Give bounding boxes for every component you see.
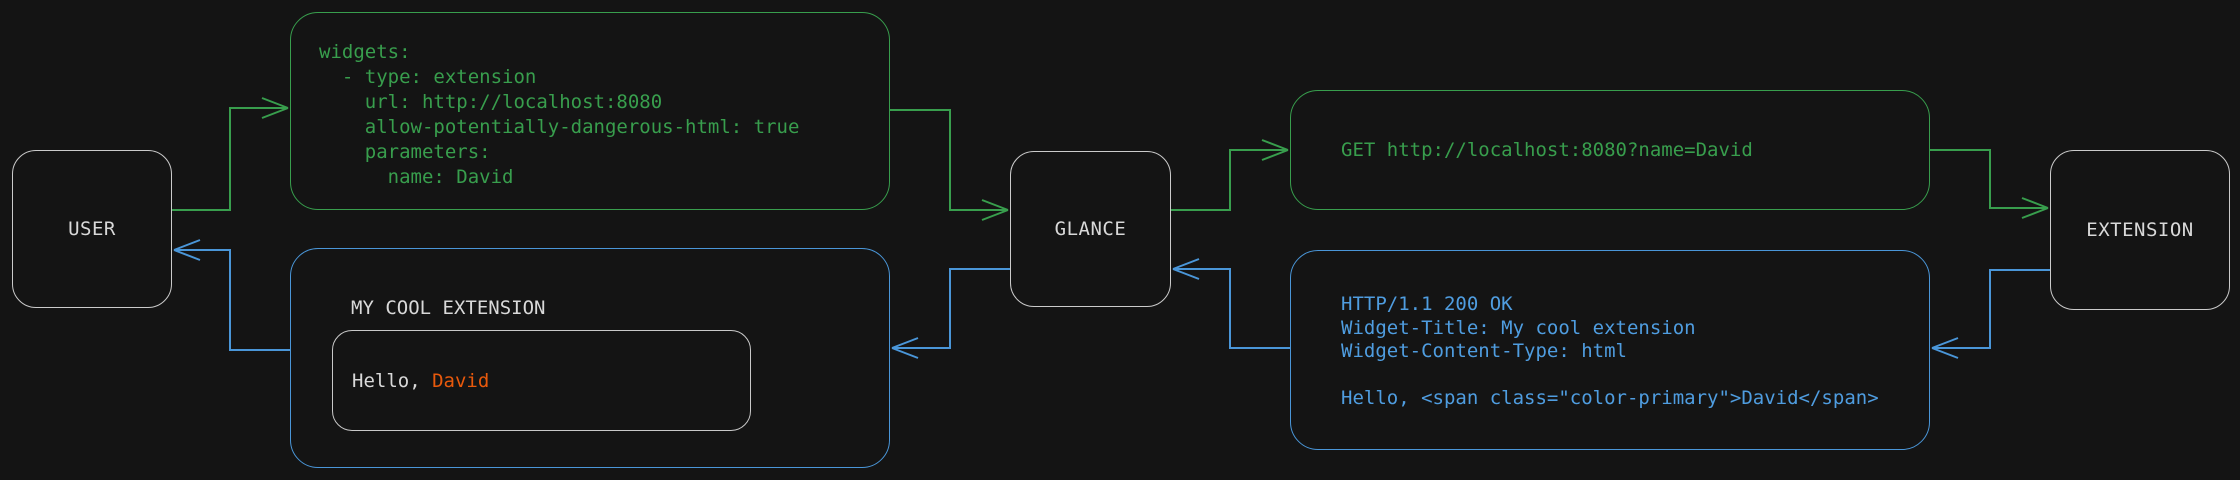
arrow-response-to-glance: [1172, 258, 1290, 349]
arrow-glance-to-request: [1171, 139, 1289, 211]
config-yaml-line: widgets:: [319, 41, 411, 63]
config-yaml-line: name: David: [319, 166, 514, 188]
arrow-glance-to-widget: [891, 268, 1010, 359]
http-response-line: Hello, <span class="color-primary">David…: [1341, 387, 1879, 409]
arrow-config-to-glance: [890, 109, 1009, 221]
config-yaml-box: widgets: - type: extension url: http://l…: [290, 12, 890, 210]
node-user: USER: [12, 150, 172, 308]
arrow-extension-to-response: [1931, 269, 2050, 359]
arrow-widget-to-user: [173, 239, 290, 351]
http-response-line: Widget-Content-Type: html: [1341, 340, 1627, 362]
config-yaml-line: parameters:: [319, 141, 491, 163]
widget-title: MY COOL EXTENSION: [351, 297, 546, 319]
http-response-line: HTTP/1.1 200 OK: [1341, 293, 1513, 315]
http-response-line: Widget-Title: My cool extension: [1341, 316, 1696, 339]
rendered-widget-box: MY COOL EXTENSION Hello, David: [290, 248, 890, 468]
http-request-line: GET http://localhost:8080?name=David: [1341, 139, 1753, 161]
node-extension: EXTENSION: [2050, 150, 2230, 310]
http-request-box: GET http://localhost:8080?name=David: [1290, 90, 1930, 210]
arrow-user-to-config: [172, 97, 289, 211]
widget-greeting-box: Hello, David: [332, 330, 751, 431]
node-glance-label: GLANCE: [1054, 218, 1127, 240]
node-user-label: USER: [68, 218, 116, 240]
arrow-request-to-extension: [1930, 149, 2049, 219]
greeting-name: David: [432, 369, 490, 392]
node-glance: GLANCE: [1010, 151, 1171, 307]
config-yaml-line: url: http://localhost:8080: [319, 91, 663, 113]
node-extension-label: EXTENSION: [2086, 219, 2194, 241]
config-yaml-line: - type: extension: [319, 66, 537, 88]
http-response-box: HTTP/1.1 200 OK Widget-Title: My cool ex…: [1290, 250, 1930, 450]
config-yaml-line: allow-potentially-dangerous-html: true: [319, 116, 800, 138]
http-response-line: [1341, 364, 1929, 388]
greeting-prefix: Hello,: [352, 369, 433, 392]
